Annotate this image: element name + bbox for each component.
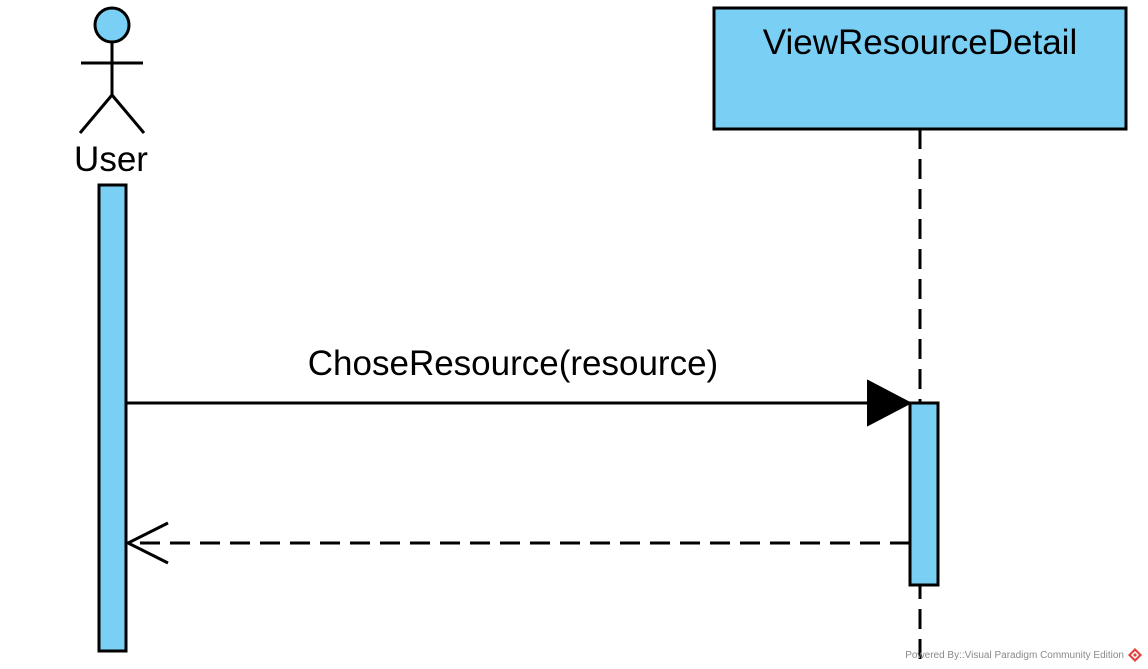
lifeline-head-box <box>712 6 1128 131</box>
actor-activation-bar[interactable] <box>97 183 128 653</box>
lifeline-name: ViewResourceDetail <box>763 23 1078 62</box>
actor-left-leg <box>78 94 114 134</box>
actor-right-leg <box>110 94 146 134</box>
return-arrowhead <box>124 521 169 565</box>
actor-name: User <box>74 140 148 179</box>
message-return[interactable] <box>124 521 910 565</box>
message-arrowhead <box>867 379 913 427</box>
visual-paradigm-logo-icon <box>1128 648 1142 662</box>
lifeline-view-resource-detail[interactable]: ViewResourceDetail <box>712 6 1128 131</box>
lifeline-activation-bar[interactable] <box>908 401 940 587</box>
message-label: ChoseResource(resource) <box>308 344 718 383</box>
actor-head <box>93 6 131 44</box>
message-chose-resource[interactable]: ChoseResource(resource) <box>126 344 913 427</box>
actor-user[interactable]: User <box>74 6 148 179</box>
watermark-text: Powered By::Visual Paradigm Community Ed… <box>905 650 1124 661</box>
